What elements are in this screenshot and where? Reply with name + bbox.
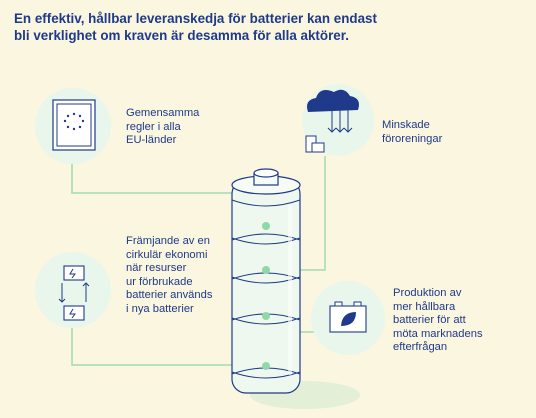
headline-line-2: bli verklighet om kraven är desamma för … xyxy=(14,28,349,43)
circular-economy-line: cirkulär ekonomi xyxy=(126,248,208,261)
pollution-line: föroreningar xyxy=(382,132,443,145)
production-line: möta marknadens xyxy=(393,327,483,340)
circular-economy-line: Främjande av en xyxy=(126,235,210,247)
battery-recycling-icon xyxy=(35,252,111,328)
circular-economy-line: i nya batterier xyxy=(126,302,194,315)
connector-lines xyxy=(71,156,345,366)
circular-economy-line: ur förbrukade xyxy=(126,275,193,288)
production-label: Produktion av mer hållbara batterier för… xyxy=(393,287,483,355)
production-line: Produktion av xyxy=(393,287,462,299)
green-battery-leaf-icon xyxy=(311,281,385,355)
eu-rules-line: EU-länder xyxy=(126,134,177,146)
eu-rules-label: Gemensamma regler i alla EU-länder xyxy=(126,107,199,148)
eu-rules-line: regler i alla xyxy=(126,120,181,133)
pollution-label: Minskade föroreningar xyxy=(382,119,442,146)
circular-economy-line: batterier används xyxy=(126,289,213,301)
circular-economy-label: Främjande av en cirkulär ekonomi när res… xyxy=(126,235,212,316)
headline: En effektiv, hållbar leveranskedja för b… xyxy=(14,10,514,44)
production-line: efterfrågan xyxy=(393,341,448,353)
headline-line-1: En effektiv, hållbar leveranskedja för b… xyxy=(14,11,377,26)
circular-economy-line: när resurser xyxy=(126,262,187,274)
eu-rules-line: Gemensamma xyxy=(126,107,200,119)
factory-pollution-icon xyxy=(302,84,374,156)
battery-icon xyxy=(231,168,301,394)
production-line: mer hållbara xyxy=(393,300,456,313)
eu-flag-book-icon xyxy=(35,88,111,164)
pollution-line: Minskade xyxy=(382,119,430,131)
production-line: batterier för att xyxy=(393,314,466,326)
